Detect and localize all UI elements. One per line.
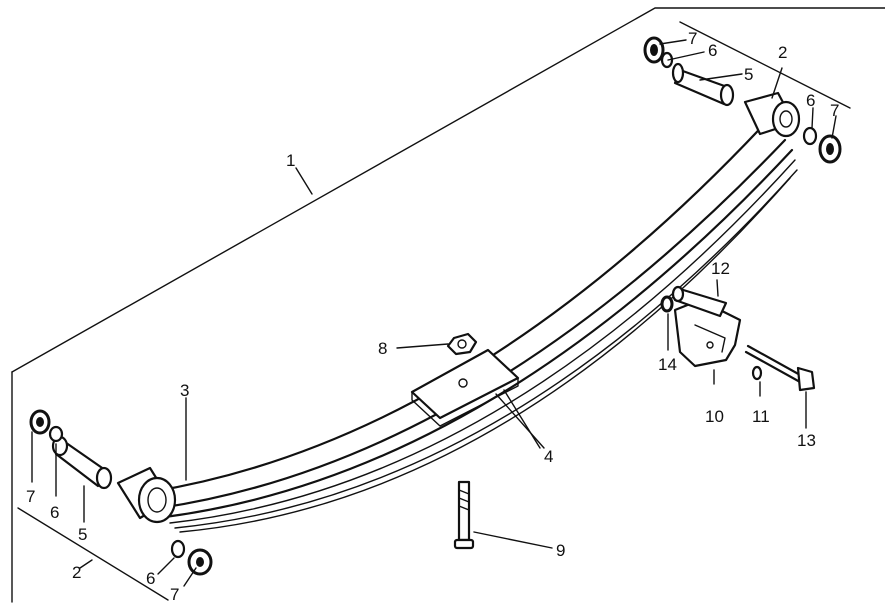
bottom-pin <box>51 435 113 490</box>
label-7-top-right: 7 <box>830 101 839 120</box>
label-6-bottom-right: 6 <box>146 569 155 588</box>
center-bolt <box>453 480 475 550</box>
top-left-washer <box>643 36 665 64</box>
label-7-top-left: 7 <box>688 29 697 48</box>
label-6-top-left: 6 <box>708 41 717 60</box>
label-8: 8 <box>378 339 387 358</box>
part-labels: 1 2 3 4 5 6 6 7 7 8 9 10 11 12 13 14 7 6… <box>26 29 839 604</box>
bottom-left-ring <box>48 425 64 443</box>
leader-lines <box>17 21 851 601</box>
label-9: 9 <box>556 541 565 560</box>
label-2-top: 2 <box>778 43 787 62</box>
center-clamp-plate <box>410 348 520 427</box>
label-6-bottom-left: 6 <box>50 503 59 522</box>
label-14: 14 <box>658 355 677 374</box>
label-4: 4 <box>544 447 553 466</box>
label-2-bottom: 2 <box>72 563 81 582</box>
label-1: 1 <box>286 151 295 170</box>
bottom-right-ring <box>170 539 186 559</box>
bottom-right-washer <box>187 548 213 576</box>
label-7-bottom-left: 7 <box>26 487 35 506</box>
shackle-pin <box>671 285 728 318</box>
label-10: 10 <box>705 407 724 426</box>
left-spring-eye <box>116 466 177 524</box>
label-5-top: 5 <box>744 65 753 84</box>
label-7-bottom-right: 7 <box>170 585 179 604</box>
label-6-top-right: 6 <box>806 91 815 110</box>
top-right-washer <box>818 134 842 164</box>
right-spring-eye <box>743 91 801 138</box>
shackle-bolt <box>744 344 816 392</box>
label-11: 11 <box>752 407 770 426</box>
bottom-left-washer <box>29 409 51 435</box>
label-12: 12 <box>711 259 730 278</box>
label-5-bottom: 5 <box>78 525 87 544</box>
lock-washer <box>751 365 763 381</box>
label-3: 3 <box>180 381 189 400</box>
nut <box>446 332 478 356</box>
top-left-ring <box>660 51 674 69</box>
assembly-plane-outline <box>11 7 885 603</box>
top-right-ring <box>802 126 818 146</box>
top-pin <box>671 62 735 107</box>
label-13: 13 <box>797 431 816 450</box>
shackle-nut <box>660 295 674 313</box>
